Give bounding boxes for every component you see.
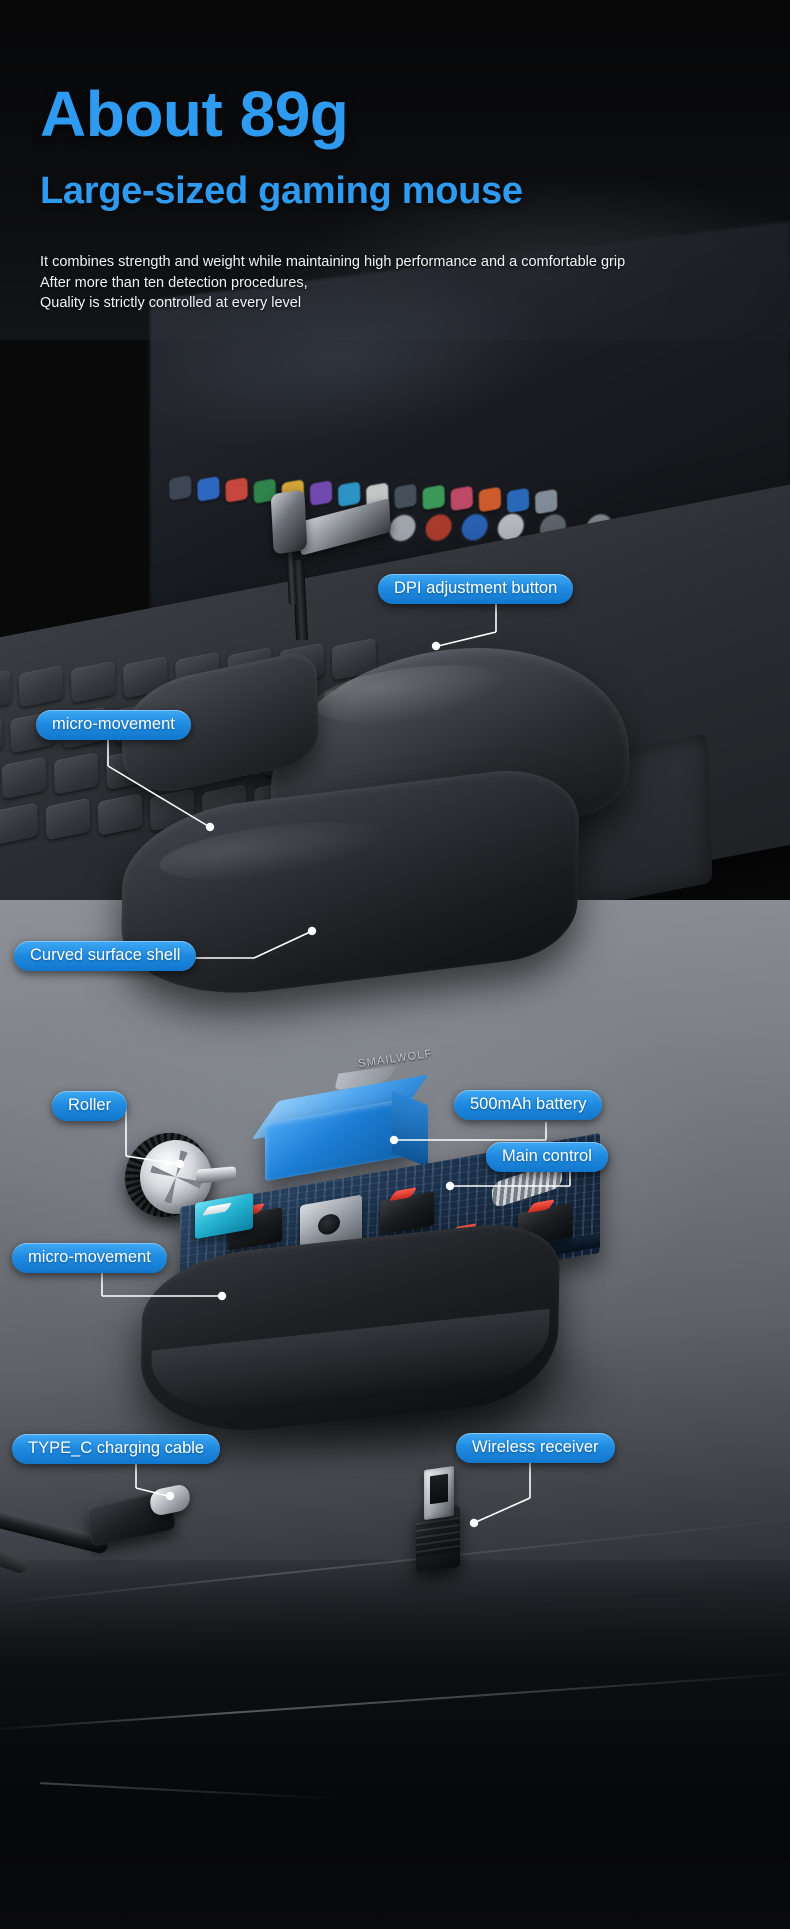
callout-label-roller[interactable]: Roller	[52, 1091, 128, 1121]
callout-label-wireless-receiver[interactable]: Wireless receiver	[456, 1433, 615, 1463]
scroll-wheel-spokes	[150, 1150, 202, 1204]
callout-label-battery[interactable]: 500mAh battery	[454, 1090, 603, 1120]
body-copy-line-3: Quality is strictly controlled at every …	[40, 295, 302, 312]
page-body-copy: It combines strength and weight while ma…	[40, 252, 680, 314]
callout-label-type-c-charging-cable[interactable]: TYPE_C charging cable	[12, 1434, 221, 1464]
sensor-lens	[318, 1212, 340, 1237]
page-subheadline: Large-sized gaming mouse	[40, 170, 523, 212]
wireless-receiver-usb-plug	[424, 1465, 454, 1521]
callout-label-micro-movement-bottom[interactable]: micro-movement	[12, 1243, 167, 1273]
page-headline: About 89g	[40, 78, 349, 150]
dpi-button-cap	[270, 489, 308, 555]
callout-label-main-control[interactable]: Main control	[486, 1142, 608, 1172]
callout-label-curved-surface-shell[interactable]: Curved surface shell	[14, 941, 197, 971]
body-copy-line-1: It combines strength and weight while ma…	[40, 254, 626, 270]
floor-dark-area	[0, 1560, 790, 1929]
callout-label-dpi-adjustment-button[interactable]: DPI adjustment button	[378, 574, 574, 604]
micro-switch-plate	[201, 1202, 233, 1216]
callout-label-micro-movement-top[interactable]: micro-movement	[36, 710, 191, 740]
body-copy-line-2: After more than ten detection procedures…	[40, 274, 308, 291]
